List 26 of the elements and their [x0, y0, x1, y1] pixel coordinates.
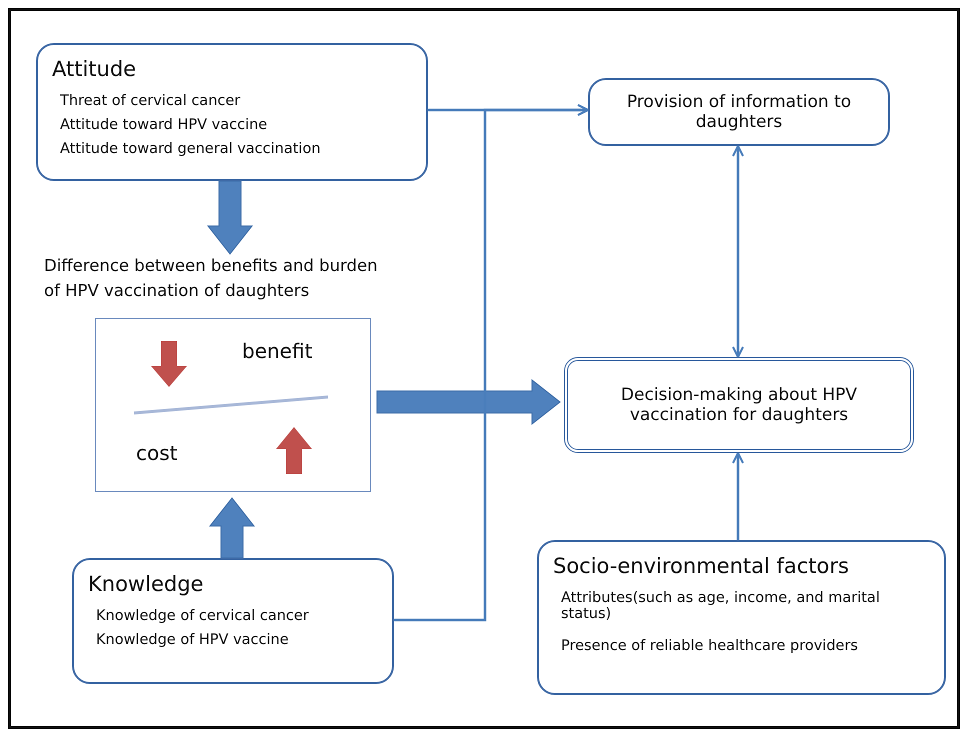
box-heading: Knowledge	[88, 572, 204, 596]
block-arrow	[206, 180, 254, 255]
box-heading: Socio-environmental factors	[553, 554, 849, 578]
list-item: Threat of cervical cancer	[60, 93, 242, 109]
benefit-label: benefit	[242, 339, 312, 363]
process-box	[588, 78, 890, 146]
panel-heading: Difference between benefits and burden of HPV vaccination of daughters	[44, 255, 379, 302]
list-item: Knowledge of cervical cancer	[96, 608, 310, 624]
block-arrow	[208, 497, 256, 558]
arrow	[394, 104, 589, 622]
decision-box	[564, 357, 914, 453]
cost-label: cost	[136, 441, 178, 465]
box-text: Decision-making about HPV vaccination for daughters	[620, 385, 858, 425]
list-item: Attitude toward HPV vaccine	[60, 117, 268, 133]
box-text: Provision of information to daughters	[626, 92, 852, 132]
list-item: Knowledge of HPV vaccine	[96, 632, 290, 648]
box-heading: Attitude	[52, 57, 136, 81]
factors-box	[537, 540, 946, 695]
list-item: Presence of reliable healthcare providers	[561, 638, 859, 654]
block-arrow	[376, 378, 561, 426]
list-item: Attributes(such as age, income, and marital status)	[561, 590, 881, 622]
attitude-box	[36, 43, 428, 181]
arrow	[732, 145, 744, 358]
knowledge-box	[72, 558, 394, 684]
arrow	[732, 452, 744, 540]
list-item: Attitude toward general vaccination	[60, 141, 322, 157]
